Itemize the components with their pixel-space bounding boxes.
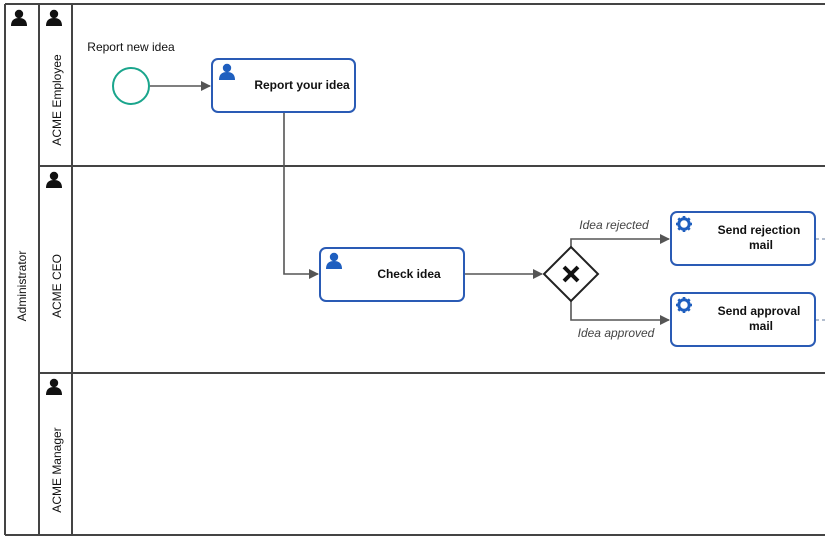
- pool-person-icon: [11, 9, 27, 27]
- lane-acme-manager[interactable]: ACME Manager: [46, 378, 64, 513]
- gear-icon: [674, 214, 694, 234]
- lane-title-ceo: ACME CEO: [50, 254, 64, 318]
- pool-administrator[interactable]: Administrator: [4, 3, 825, 536]
- lane-acme-employee[interactable]: ACME Employee: [39, 4, 825, 535]
- task-label: Check idea: [377, 267, 441, 281]
- exclusive-gateway[interactable]: [542, 245, 600, 303]
- task-label-line2: mail: [749, 319, 773, 333]
- task-check-idea[interactable]: Check idea: [319, 247, 465, 302]
- lane-manager-person-icon: [46, 378, 62, 395]
- lane-ceo-person-icon: [46, 171, 62, 188]
- task-label: Report your idea: [254, 78, 350, 92]
- start-event[interactable]: [112, 67, 150, 105]
- flow-gateway-to-approval[interactable]: [570, 301, 670, 325]
- lane-title-employee: ACME Employee: [50, 54, 64, 146]
- task-label-line1: Send rejection: [718, 223, 801, 237]
- lane-title-manager: ACME Manager: [50, 427, 64, 512]
- gear-icon: [674, 295, 694, 315]
- flow-report-to-check[interactable]: [283, 113, 319, 279]
- flow-label-approved: Idea approved: [578, 326, 655, 340]
- pool-title: Administrator: [15, 251, 29, 322]
- lane-acme-ceo[interactable]: ACME CEO: [39, 171, 825, 374]
- lane-employee-person-icon: [46, 9, 62, 27]
- task-label-line2: mail: [749, 238, 773, 252]
- flow-gateway-to-rejection[interactable]: [570, 234, 670, 247]
- start-event-label: Report new idea: [87, 40, 175, 54]
- x-mark-icon: [562, 265, 580, 283]
- task-label-line1: Send approval: [718, 304, 801, 318]
- sequence-flows: [150, 81, 825, 325]
- flow-label-rejected: Idea rejected: [579, 218, 649, 232]
- task-send-rejection-mail[interactable]: Send rejection mail: [670, 211, 816, 266]
- task-send-approval-mail[interactable]: Send approval mail: [670, 292, 816, 347]
- task-report-your-idea[interactable]: Report your idea: [211, 58, 356, 113]
